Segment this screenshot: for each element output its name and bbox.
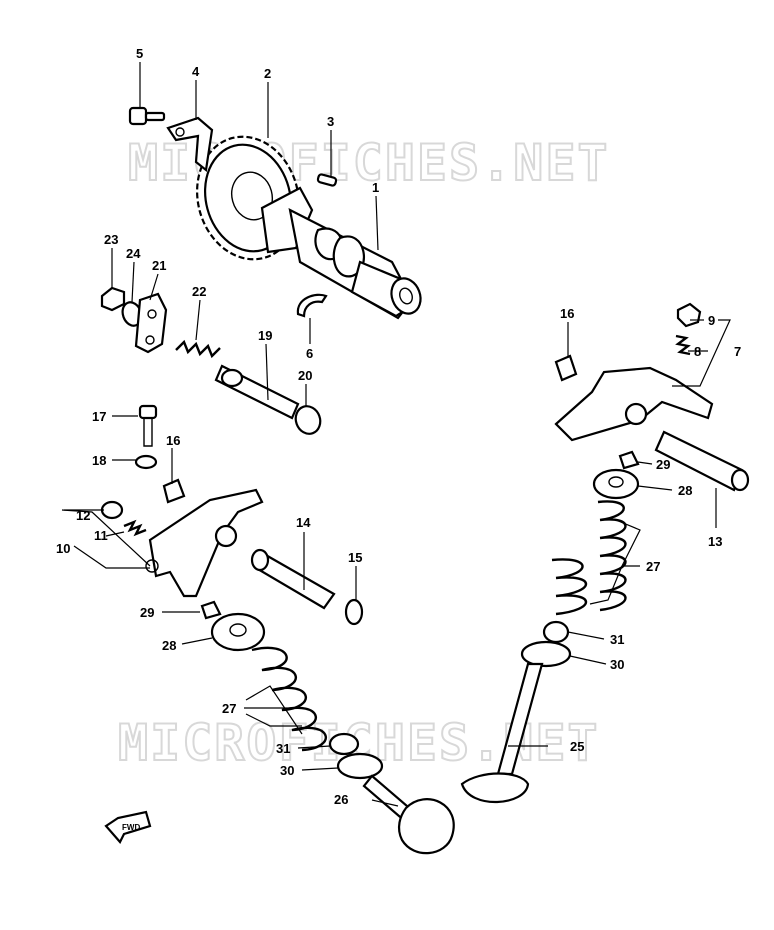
callout-25: 25	[570, 739, 584, 754]
adjuster-8	[675, 334, 691, 356]
oring-15	[344, 598, 364, 626]
spring-22	[175, 339, 221, 359]
callout-16b: 16	[560, 306, 574, 321]
callout-22: 22	[192, 284, 206, 299]
seal-31-right	[542, 620, 570, 644]
oring-20	[294, 405, 322, 435]
callout-3: 3	[327, 114, 334, 129]
callout-14: 14	[296, 515, 311, 530]
bolt-17	[138, 404, 158, 447]
nut-9	[676, 302, 702, 328]
valve-springs-27-left	[251, 646, 327, 752]
callout-20: 20	[298, 368, 312, 383]
nut-23	[100, 286, 126, 312]
callout-8: 8	[694, 344, 701, 359]
callout-16a: 16	[166, 433, 180, 448]
callout-11: 11	[94, 528, 108, 543]
callout-30a: 30	[280, 763, 294, 778]
callouts: 5 4 2 3 1 23 24 21 22 6 19 20 17 18 16 1…	[56, 46, 741, 807]
callout-6: 6	[306, 346, 313, 361]
cam-bracket	[166, 116, 214, 173]
callout-4: 4	[192, 64, 200, 79]
dowel-pin	[316, 173, 338, 187]
seat-30-right	[520, 640, 572, 668]
rocker-shaft-13	[654, 430, 750, 492]
valve-springs-27-right	[551, 500, 627, 616]
callout-5: 5	[136, 46, 143, 61]
callout-10: 10	[56, 541, 70, 556]
callout-19: 19	[258, 328, 272, 343]
nut-12	[100, 500, 124, 520]
callout-29a: 29	[140, 605, 154, 620]
callout-26: 26	[334, 792, 348, 807]
callout-30b: 30	[610, 657, 624, 672]
callout-29b: 29	[656, 457, 670, 472]
callout-9: 9	[708, 313, 715, 328]
camshaft	[260, 186, 422, 320]
valve-26	[362, 774, 455, 855]
leader-lines	[61, 62, 731, 807]
callout-23: 23	[104, 232, 118, 247]
tappet-shim-16-left	[162, 478, 186, 504]
callout-2: 2	[264, 66, 271, 81]
callout-28a: 28	[162, 638, 176, 653]
callout-18: 18	[92, 453, 106, 468]
callout-17: 17	[92, 409, 106, 424]
retainer-28-right	[592, 468, 640, 500]
retainer-28-left	[210, 612, 266, 652]
callout-28b: 28	[678, 483, 692, 498]
callout-12: 12	[76, 508, 90, 523]
cotter-29-left	[200, 600, 222, 620]
callout-7: 7	[734, 344, 741, 359]
seal-31-left	[328, 732, 360, 756]
callout-13: 13	[708, 534, 722, 549]
callout-24: 24	[126, 246, 141, 261]
adjuster-11	[123, 519, 147, 537]
seat-30-left	[336, 752, 384, 780]
rocker-shaft-14	[250, 548, 336, 610]
shaft-19	[214, 364, 300, 420]
fwd-arrow: FWD	[104, 810, 152, 844]
callout-15: 15	[348, 550, 362, 565]
rocker-arm-right	[554, 366, 714, 442]
callout-31a: 31	[276, 741, 290, 756]
callout-27a: 27	[222, 701, 236, 716]
callout-31b: 31	[610, 632, 624, 647]
rocker-arm-left	[145, 488, 264, 598]
bolt-5	[128, 106, 166, 126]
fwd-label: FWD	[122, 823, 140, 832]
plate-21	[134, 292, 168, 354]
circlip-6	[296, 293, 328, 318]
cotter-29-right	[618, 450, 640, 470]
tappet-shim-16-right	[554, 354, 578, 382]
washer-18	[134, 454, 158, 470]
callout-1: 1	[372, 180, 379, 195]
callout-21: 21	[152, 258, 166, 273]
callout-27b: 27	[646, 559, 660, 574]
